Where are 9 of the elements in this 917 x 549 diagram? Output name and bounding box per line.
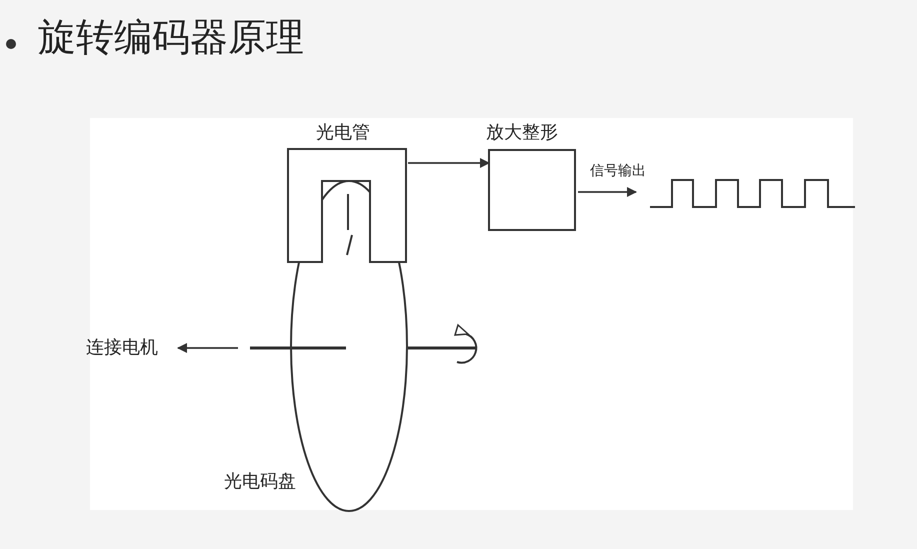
title: 旋转编码器原理 bbox=[38, 14, 304, 61]
arrow bbox=[578, 187, 637, 197]
component-label: 光电管 bbox=[316, 122, 370, 144]
component-label: 放大整形 bbox=[486, 122, 558, 144]
arrow bbox=[408, 158, 490, 168]
arrow bbox=[177, 343, 238, 353]
edge-label: 信号输出 bbox=[590, 162, 646, 180]
component-label: 光电码盘 bbox=[224, 471, 296, 493]
text-label: 连接电机 bbox=[86, 337, 158, 359]
